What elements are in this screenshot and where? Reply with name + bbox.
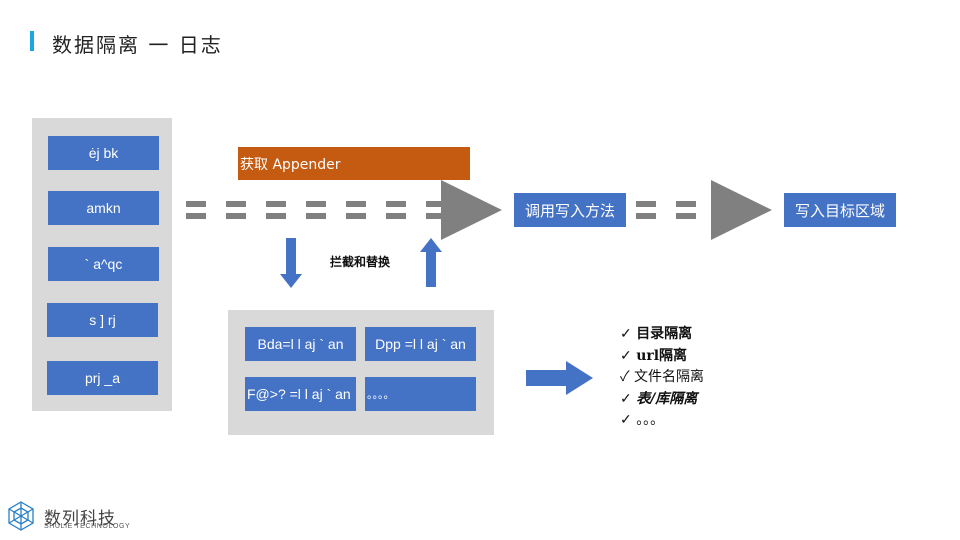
checklist-item-text: url隔离 (636, 347, 688, 364)
checklist-item: ✓ url隔离 (620, 346, 704, 368)
flow-arrowhead-2 (711, 180, 772, 240)
appender-type-box[interactable]: Bda=l l aj ` an (245, 327, 356, 361)
checklist-item-text: 。。。 (636, 412, 665, 428)
checklist-item: ✓ 。。。 (620, 410, 704, 432)
checklist-item-text: 文件名隔离 (634, 369, 705, 385)
checklist-item: ✓ 文件名隔离 (620, 367, 704, 389)
down-arrow-icon (280, 238, 302, 288)
source-item[interactable]: prj _a (47, 361, 158, 395)
company-logo-icon (8, 501, 34, 531)
intercept-replace-label: 拦截和替换 (330, 255, 391, 269)
check-icon: ✓ (620, 347, 632, 364)
appender-type-box[interactable]: F@>? =l l aj ` an (245, 377, 356, 411)
appender-type-box[interactable]: Dpp =l l aj ` an (365, 327, 476, 361)
source-item[interactable]: ` a^qc (48, 247, 159, 281)
source-item[interactable]: amkn (48, 191, 159, 225)
company-logo-name: 数列科技 (44, 509, 116, 529)
checklist-item: ✓ 表/库隔离 (620, 389, 704, 411)
title-accent-bar (30, 31, 34, 51)
isolation-checklist: ✓ 目录隔离 ✓ url隔离 ✓ 文件名隔离 ✓ 表/库隔离 ✓ 。。。 (620, 324, 704, 432)
check-icon: ✓ (620, 412, 632, 428)
checklist-item-text: 表/库隔离 (636, 390, 698, 407)
get-appender-box[interactable]: 获取 Appender (238, 147, 470, 180)
company-logo-subtitle: SHULIE TECHNOLOGY (44, 523, 131, 530)
dashed-flow-line (186, 201, 696, 219)
appender-type-box-more[interactable]: 。。。。 (365, 377, 476, 411)
check-icon: ✓ (620, 390, 632, 407)
up-arrow-icon (420, 238, 442, 287)
source-item[interactable]: ėj bk (48, 136, 159, 170)
check-icon: ✓ (620, 326, 632, 342)
right-block-arrow-icon (526, 361, 593, 395)
page-title: 数据隔离 一 日志 (52, 33, 223, 57)
checklist-item: ✓ 目录隔离 (620, 324, 704, 346)
invoke-write-method-box[interactable]: 调用写入方法 (514, 193, 626, 227)
check-icon: ✓ (620, 369, 630, 385)
source-item[interactable]: s ] rj (47, 303, 158, 337)
write-target-area-box[interactable]: 写入目标区域 (784, 193, 896, 227)
flow-arrowhead-1 (441, 180, 502, 240)
checklist-item-text: 目录隔离 (636, 326, 693, 342)
